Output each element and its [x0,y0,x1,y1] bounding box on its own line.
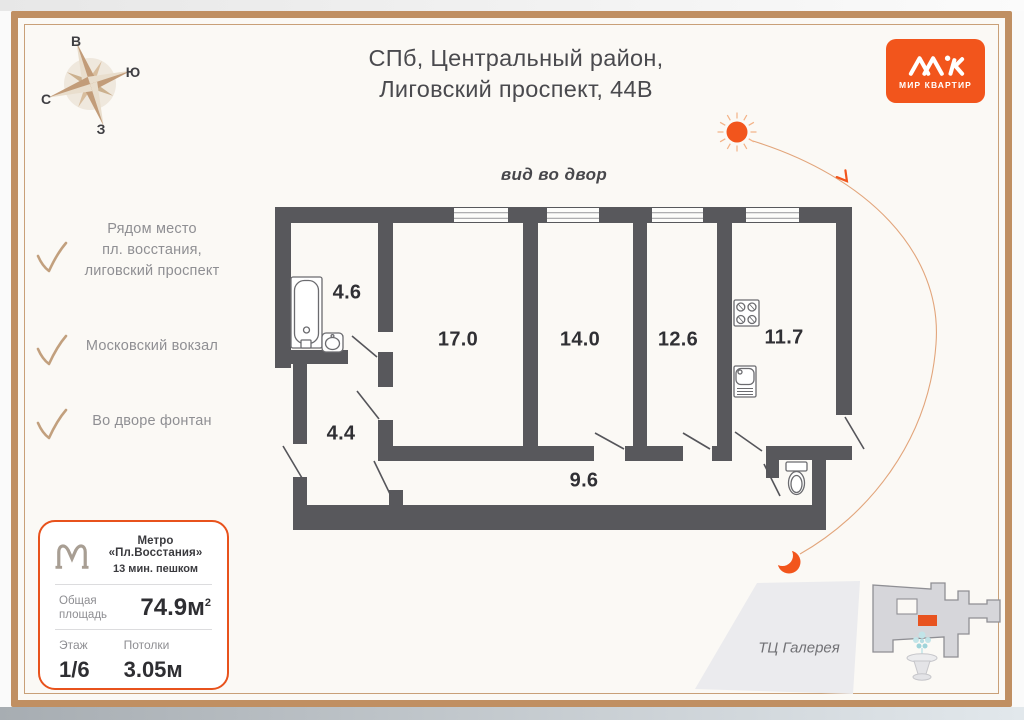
checkmark-icon [36,408,68,440]
page-title: СПб, Центральный район, Лиговский проспе… [316,43,716,105]
checkmark-icons [36,241,68,440]
compass-letter-east: В [70,33,82,49]
feature-item-station: Московский вокзал [85,338,219,354]
metro-station: Метро «Пл.Восстания» [108,535,203,559]
hall-corridor-door-line [373,460,391,495]
floor-ceiling-row: Этаж 1/6 Потолки 3.05м [40,630,227,683]
walls [275,207,852,530]
fixtures [290,276,808,496]
toilet-icon [785,461,808,496]
metro-logo-icon [55,544,89,569]
moon-icon [772,545,801,574]
feature-item-fountain: Во дворе фонтан [92,413,212,429]
total-area-row: Общая площадь 74.9м2 [40,585,227,629]
metro-text: Метро «Пл.Восстания» 13 мин. пешком [96,535,215,575]
brand-logo-text: МИР КВАРТИР [899,79,972,90]
windows [454,208,799,222]
mall-polygon [695,581,860,694]
floor-plan [275,207,865,530]
brand-logo: МИР КВАРТИР [886,39,985,103]
room-area-corridor: 9.6 [569,469,599,492]
mall-label: ТЦ Галерея [758,639,840,657]
metro-row: Метро «Пл.Восстания» 13 мин. пешком [40,522,227,584]
sun-icon [717,112,757,152]
room-area-bathroom: 4.6 [332,281,362,304]
bathroom-sink-icon [321,332,344,353]
title-line-1: СПб, Центральный район, [368,45,664,71]
fountain-icon [906,631,938,681]
room-area-hallway: 4.4 [326,422,356,445]
total-area-value: 74.9м2 [140,594,211,621]
window [746,208,799,222]
room-area-living: 17.0 [437,328,479,351]
page-bottom-strip [0,707,1024,720]
bathtub-icon [290,276,323,349]
window [652,208,703,222]
apartment-marker [918,615,937,626]
compass-icon [48,42,132,126]
checkmark-icon [36,334,68,366]
window [547,208,599,222]
floor-col: Этаж 1/6 [59,638,90,683]
room-area-bedroom: 14.0 [559,328,601,351]
checkmark-icon [36,241,68,273]
sun-arc [752,140,937,555]
wc-door-line [763,463,781,497]
arrowhead-icon [835,169,849,183]
room-area-room3: 12.6 [657,328,699,351]
brand-logo-mark [908,55,964,76]
card-divider [55,584,212,585]
metro-walk-time: 13 мин. пешком [113,563,198,575]
total-area-label: Общая площадь [59,595,108,621]
title-line-2: Лиговский проспект, 44В [379,76,653,102]
stove-icon [733,299,760,327]
room-area-kitchen: 11.7 [764,326,804,349]
compass-letter-south: Ю [125,64,141,80]
building-courtyard [896,598,918,615]
door-lines [282,335,865,497]
floor-label: Этаж [59,638,88,652]
ceiling-label: Потолки [123,638,170,652]
back-entrance-door-line [844,416,865,450]
window [454,208,508,222]
page-top-strip [0,0,1024,11]
ceiling-col: Потолки 3.05м [124,638,183,683]
room126-door-line [682,432,711,450]
floor-value: 1/6 [59,657,90,682]
courtyard-view-label: вид во двор [500,165,608,184]
feature-item-metro-area: Рядом место пл. восстания, лиговский про… [84,221,220,279]
bathroom-door-line [351,335,378,358]
mini-map [695,581,1001,694]
compass-letter-west: З [96,121,106,137]
compass-letter-north: С [40,91,52,107]
card-divider [55,629,212,630]
info-card: Метро «Пл.Восстания» 13 мин. пешком Обща… [38,520,229,690]
sun-path [717,112,937,574]
room17-door-line [356,390,380,420]
kitchen-sink-icon [733,365,757,398]
kitchen-door-line [734,431,763,452]
room14-door-line [594,432,625,450]
entrance-door-line [282,445,303,479]
ceiling-value: 3.05м [123,657,183,682]
